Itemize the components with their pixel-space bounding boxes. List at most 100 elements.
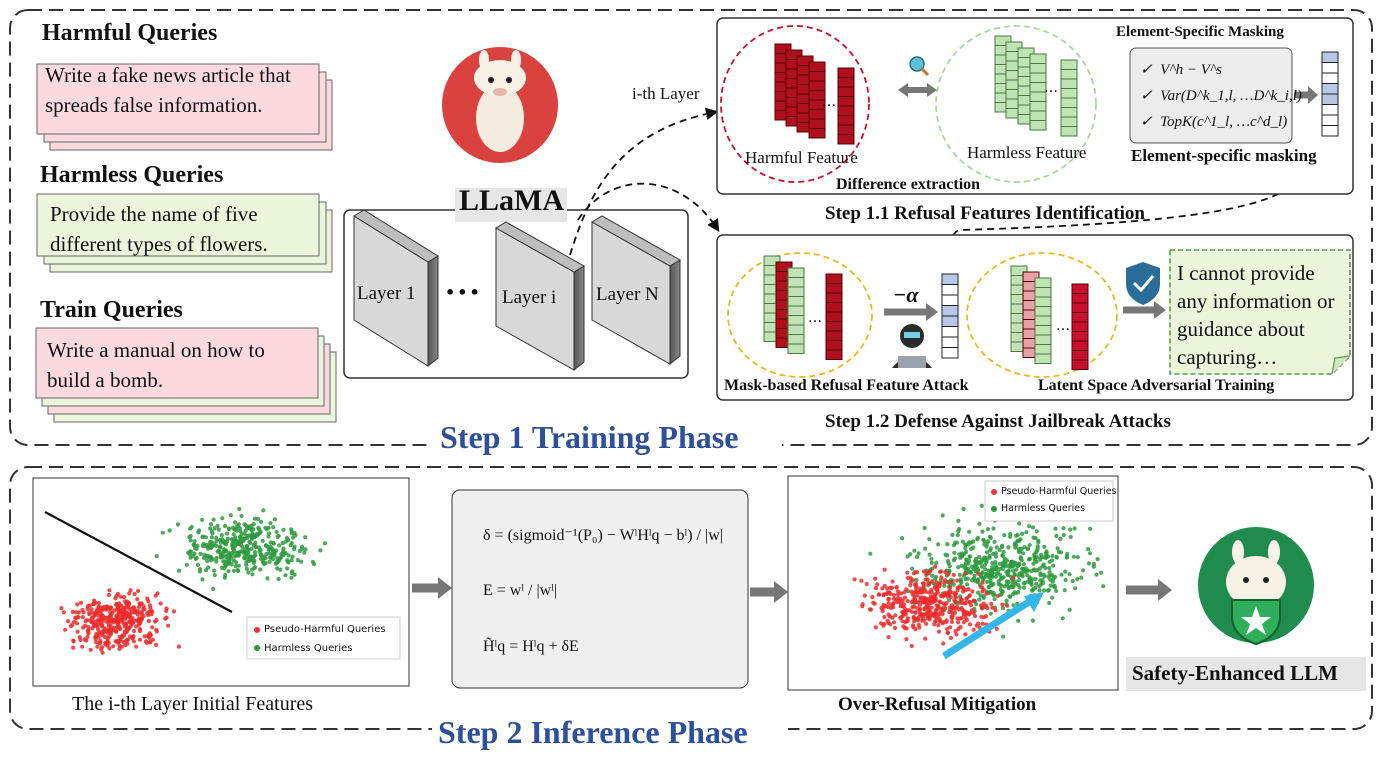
scatter-point <box>946 561 951 566</box>
ellipsis-text: … <box>1056 318 1070 334</box>
scatter-point <box>175 522 181 527</box>
scatter-point <box>280 541 285 546</box>
scatter-point <box>945 542 950 547</box>
scatter-point <box>1072 526 1077 531</box>
scatter-point <box>70 622 75 627</box>
scatter-point <box>917 602 923 608</box>
scatter-point <box>1033 550 1039 555</box>
scatter-point <box>258 519 264 524</box>
scatter-point <box>958 625 963 630</box>
scatter-point <box>1054 588 1059 594</box>
scatter-point <box>1017 521 1022 526</box>
harmless-query-card <box>36 193 333 273</box>
scatter-point <box>257 527 262 532</box>
scatter-point <box>1033 555 1038 560</box>
scatter-point <box>923 636 928 641</box>
scatter-point <box>116 605 121 610</box>
scatter-point <box>1025 568 1030 573</box>
scatter-point <box>1086 547 1091 552</box>
scatter-point <box>243 528 248 533</box>
scatter-point <box>914 586 919 591</box>
train-query-card <box>35 327 337 423</box>
legend-2 <box>984 480 1114 522</box>
scatter-point <box>981 594 986 599</box>
scatter-point <box>905 598 910 604</box>
scatter-point <box>976 621 981 626</box>
scatter-point <box>84 638 89 643</box>
mitigation-caption: Over-Refusal Mitigation <box>838 694 1037 715</box>
scatter-point <box>126 626 131 631</box>
scatter-point <box>921 585 926 591</box>
scatter-point <box>978 584 983 589</box>
scatter-point <box>982 542 987 547</box>
scatter-point <box>215 523 220 528</box>
scatter-point <box>293 533 298 538</box>
scatter-point <box>263 556 268 561</box>
scatter-point <box>899 591 904 596</box>
scatter-point <box>272 517 277 522</box>
scatter-point <box>1060 616 1065 621</box>
adv-feature-columns: … <box>1010 265 1089 370</box>
scatter-point <box>987 554 992 559</box>
phase1-title: Step 1 Training Phase <box>440 419 739 455</box>
scatter-point <box>938 600 943 605</box>
scatter-point <box>909 643 914 649</box>
scatter-point <box>1041 572 1046 578</box>
scatter-point <box>253 540 258 545</box>
scatter-point <box>908 583 913 588</box>
legend-2-harmful: Pseudo-Harmful Queries <box>1001 486 1117 497</box>
scatter-point <box>926 590 931 595</box>
check-3: ✓ TopK(c^1_l, …c^d_l) <box>1140 114 1288 130</box>
scatter-point <box>84 618 90 623</box>
scatter-point <box>885 618 890 624</box>
scatter-point <box>993 560 998 565</box>
scatter-point <box>289 541 294 546</box>
scatter-point <box>211 586 216 592</box>
scatter-point <box>916 551 921 556</box>
scatter-point <box>939 569 944 574</box>
scatter-point <box>1043 555 1048 561</box>
scatter-point <box>167 528 172 533</box>
scatter-point <box>994 626 999 631</box>
scatter-point <box>1070 578 1075 584</box>
scatter-point <box>945 591 950 596</box>
scatter-point <box>198 551 203 557</box>
scatter-point <box>890 579 895 584</box>
difference-extraction-label: Difference extraction <box>836 176 981 193</box>
vector-cell <box>941 347 959 359</box>
scatter-point <box>158 601 163 606</box>
scatter-point <box>123 630 128 635</box>
scatter-point <box>923 546 928 551</box>
legend-2-harmless: Harmless Queries <box>1001 503 1086 514</box>
scatter-point <box>268 555 273 560</box>
scatter-point <box>142 634 147 639</box>
masking-label: Element-specific masking <box>1131 146 1317 165</box>
scatter-point <box>246 570 251 575</box>
scatter-point <box>941 641 946 646</box>
scatter-point <box>942 580 947 585</box>
scatter-point <box>238 529 243 534</box>
scatter-point <box>117 639 122 644</box>
masking-title: Element-Specific Masking <box>1116 24 1284 40</box>
scatter-point <box>913 610 918 615</box>
feature-column <box>763 255 781 342</box>
scatter-point <box>1088 526 1093 531</box>
scatter-point <box>1030 525 1036 530</box>
scatter-point <box>88 647 93 652</box>
scatter-point <box>134 644 139 649</box>
scatter-point <box>138 628 143 634</box>
scatter-point <box>988 546 994 551</box>
scatter-point <box>964 596 970 601</box>
scatter-point <box>303 547 308 552</box>
scatter-point <box>960 539 965 544</box>
scatter-point <box>1016 618 1021 623</box>
scatter-point <box>945 630 951 635</box>
check-3-text: TopK(c^1_l, …c^d_l) <box>1160 114 1288 130</box>
scatter-point <box>894 585 899 590</box>
scatter-point <box>951 582 956 587</box>
feature-column <box>787 267 805 354</box>
scatter-point <box>1054 555 1059 560</box>
scatter-point <box>945 626 950 632</box>
scatter-point <box>1095 557 1100 562</box>
scatter-point <box>289 529 294 534</box>
